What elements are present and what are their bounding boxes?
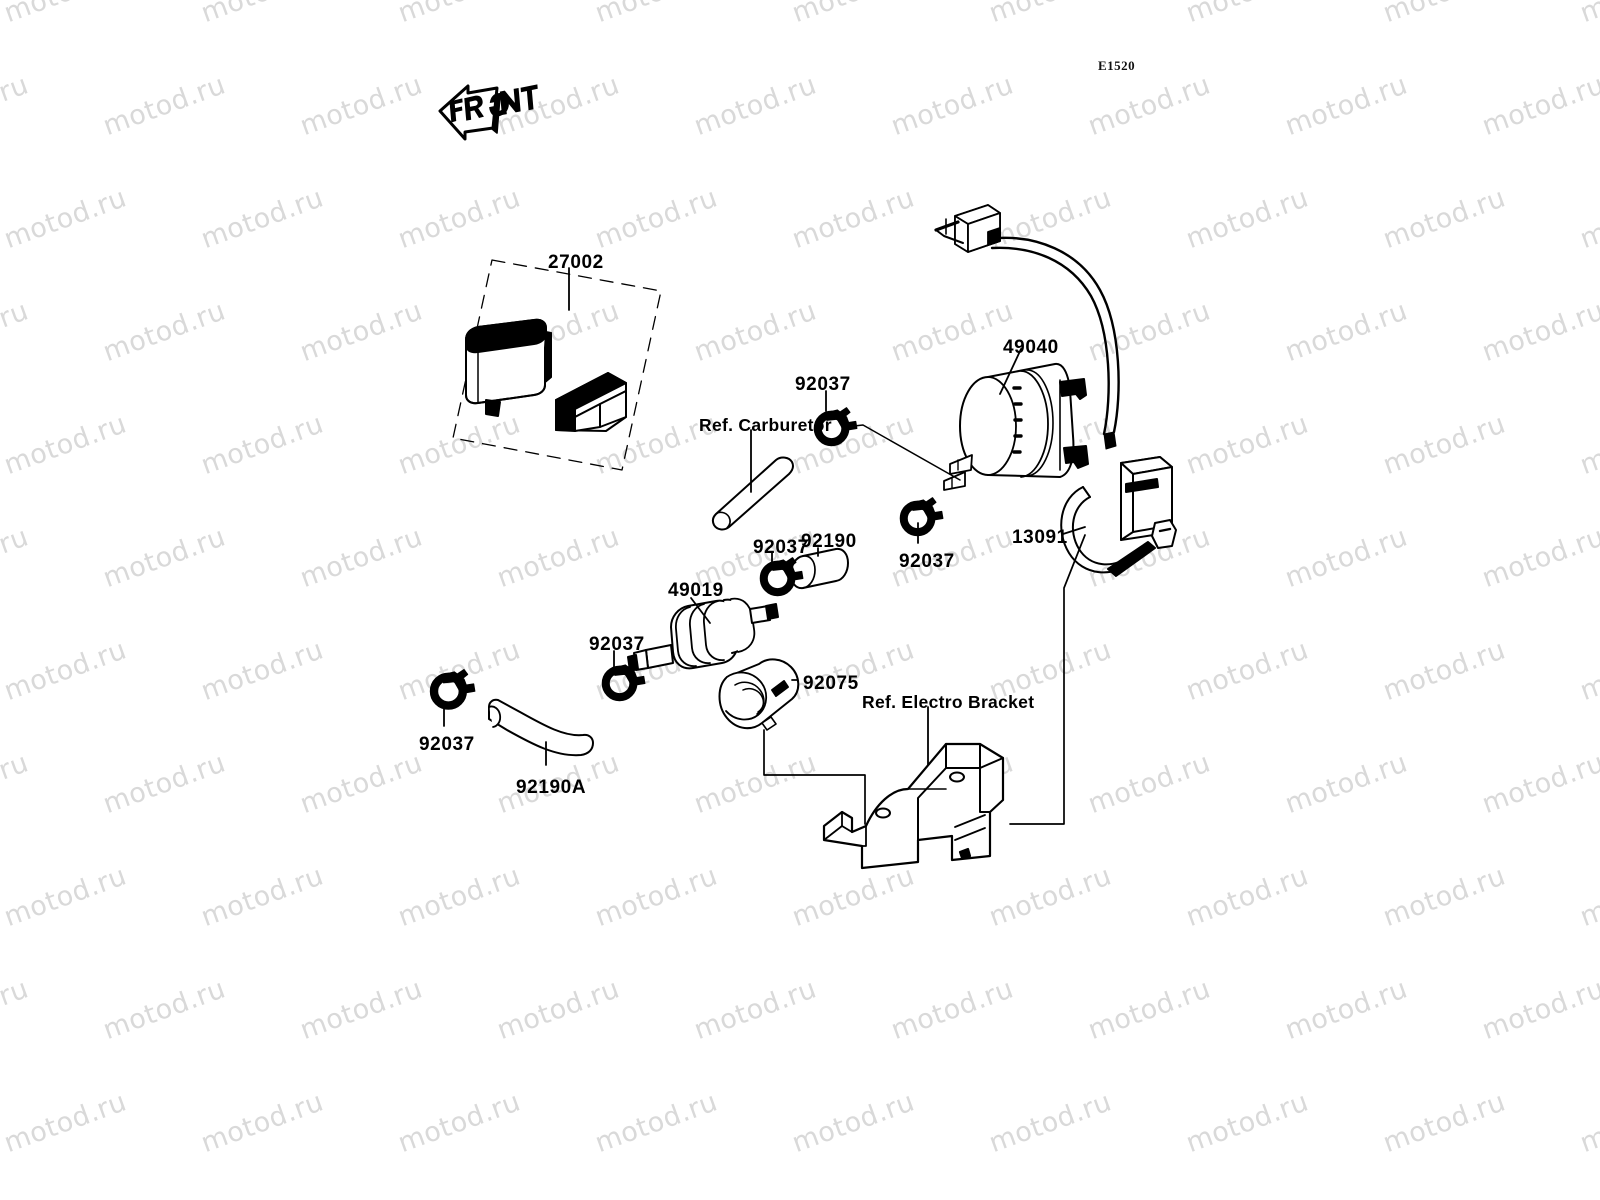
leader-13091-to-bracket — [1009, 534, 1086, 825]
reference-label-carburetor-reference: Ref. Carburetor — [699, 415, 832, 435]
part-label-clamp-92037: 92037 — [589, 634, 645, 655]
carburetor-tube — [711, 456, 794, 531]
part-label-holder-13091: 13091 — [1012, 527, 1068, 548]
leader-13091 — [1062, 526, 1086, 535]
part-label-hose-92190: 92190 — [801, 531, 857, 552]
clamp-92037-lowerleft — [429, 668, 476, 710]
part-label-clamp-92037: 92037 — [753, 537, 809, 558]
relay-small — [555, 372, 627, 432]
leader-49040 — [999, 348, 1022, 395]
hose-92190a — [488, 698, 594, 757]
fuel-pump-49040 — [934, 204, 1120, 491]
leader-92075-to-bracket — [763, 729, 866, 825]
front-arrow-icon — [438, 84, 538, 141]
leader-49019 — [690, 597, 711, 624]
part-label-relay-assembly-27002: 27002 — [548, 252, 604, 273]
fuel-filter-49019 — [627, 597, 779, 672]
relay-enclosure-dashed-box — [452, 259, 662, 471]
part-label-hose-92190A: 92190A — [516, 777, 587, 798]
holder-13091 — [1060, 456, 1177, 577]
clamp-92037-midright — [899, 497, 944, 537]
part-label-clamp-92037: 92037 — [419, 734, 475, 755]
damper-92075 — [718, 658, 800, 731]
leader-clamp-to-pump — [844, 424, 961, 481]
part-label-clamp-92037: 92037 — [899, 551, 955, 572]
reference-label-electro-bracket-reference: Ref. Electro Bracket — [862, 692, 1035, 712]
sheet-code: E1520 — [1098, 58, 1136, 73]
part-label-damper-92075: 92075 — [803, 673, 859, 694]
relay-large — [465, 318, 552, 417]
part-label-fuel-filter-49019: 49019 — [668, 580, 724, 601]
part-label-fuel-pump-49040: 49040 — [1003, 337, 1059, 358]
electro-bracket — [822, 742, 1005, 870]
part-label-clamp-92037: 92037 — [795, 374, 851, 395]
